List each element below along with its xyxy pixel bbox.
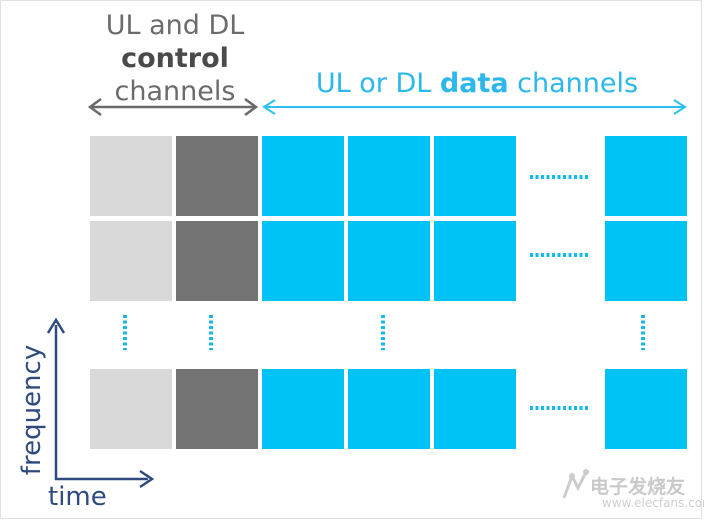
block-row-2-data-col-3 [434,221,516,301]
data-channels-label-suffix: channels [508,68,639,99]
frequency-axis-arrow [46,317,66,480]
block-row-1-ctrl-col-1 [90,136,172,216]
block-row-last-data-col-1 [262,369,344,449]
data-span-arrow [262,99,687,115]
data-channels-label: UL or DL data channels [262,70,692,97]
data-channels-label-prefix: UL or DL [315,68,440,99]
time-axis-label: time [48,482,107,512]
block-row-2-data-col-2 [348,221,430,301]
block-row-2-data-col-1 [262,221,344,301]
watermark: 电子发烧友 www.elecfans.com [560,464,704,518]
watermark-url: www.elecfans.com [602,496,704,510]
block-row-1-data-col-last [605,136,687,216]
frequency-axis-label: frequency [17,344,47,476]
resource-blocks [90,136,687,449]
block-row-last-data-col-3 [434,369,516,449]
time-axis-arrow [55,469,155,489]
block-row-1-data-col-2 [348,136,430,216]
block-row-1-data-col-1 [262,136,344,216]
ellipsis-markers [123,175,645,410]
watermark-logo-icon [562,469,589,499]
block-row-last-ctrl-col-1 [90,369,172,449]
control-span-arrow [87,97,259,117]
block-row-last-data-col-2 [348,369,430,449]
block-row-2-ctrl-col-1 [90,221,172,301]
block-row-1-ctrl-col-2 [176,136,258,216]
block-row-1-data-col-3 [434,136,516,216]
block-row-last-data-col-last [605,369,687,449]
block-row-last-ctrl-col-2 [176,369,258,449]
control-channels-label-line3: channels [114,76,236,107]
block-row-2-ctrl-col-2 [176,221,258,301]
data-channels-label-bold: data [439,68,509,99]
control-channels-label-bold: control [121,43,229,74]
control-channels-label-line1: UL and DL [105,10,245,41]
block-row-2-data-col-last [605,221,687,301]
watermark-text: 电子发烧友 [590,476,686,498]
